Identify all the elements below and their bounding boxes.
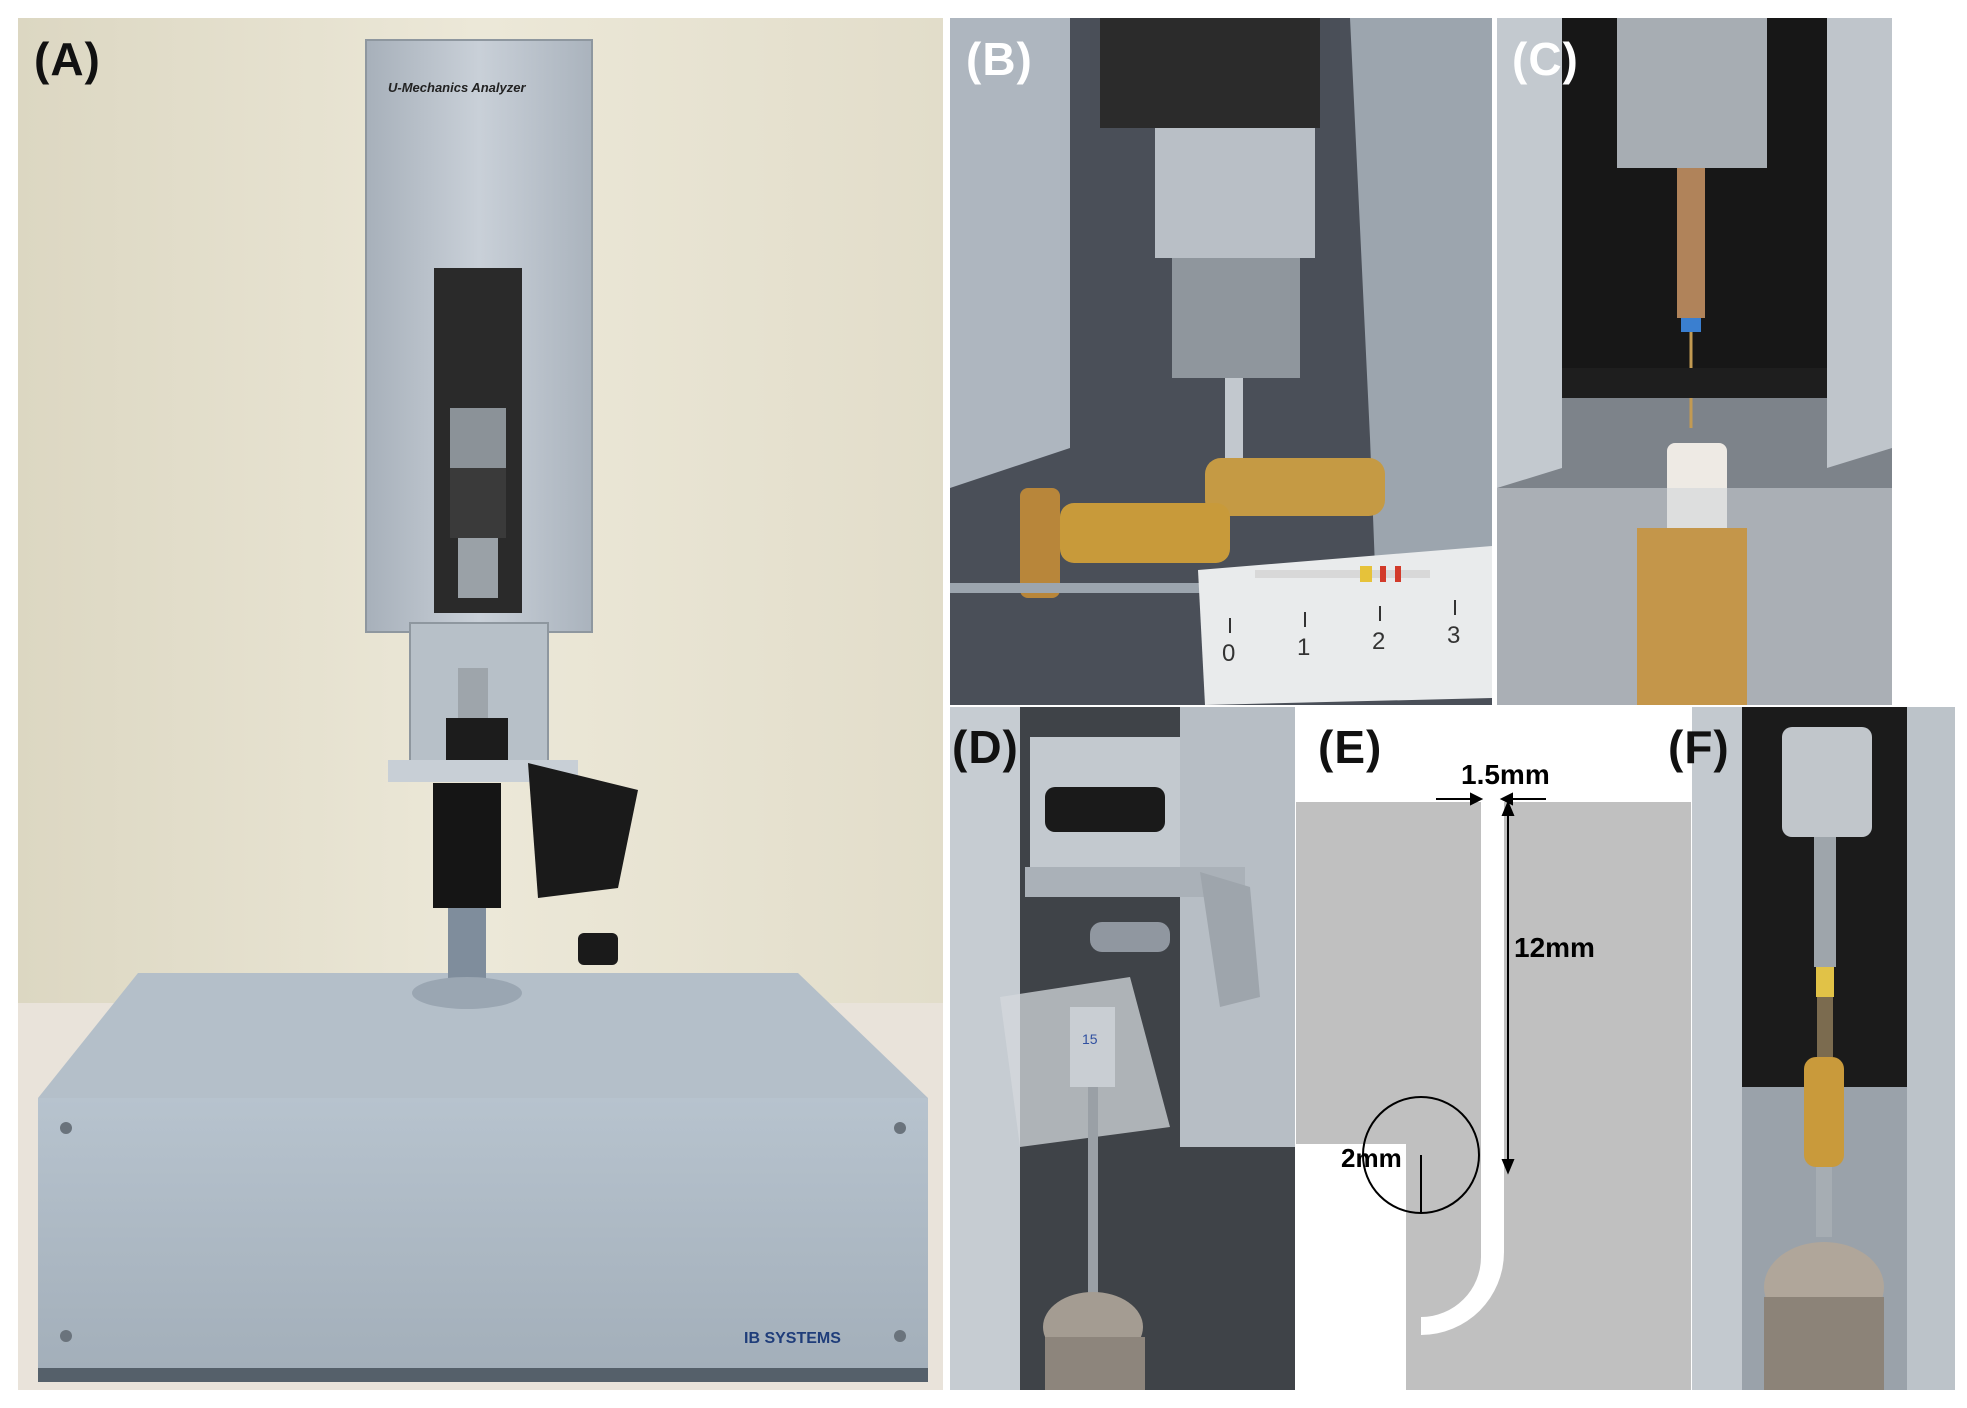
ruler-tick-3: 3 [1447, 622, 1460, 649]
panel-e-diagram: 1.5mm 12mm 2mm [1296, 707, 1691, 1390]
panel-label-e: (E) [1318, 721, 1383, 773]
panel-label-d: (D) [952, 721, 1019, 773]
chuck-closeup-photo: 0 1 2 3 [950, 18, 1492, 705]
panel-c-photo [1497, 18, 1892, 705]
ruler-tick-2: 2 [1372, 628, 1385, 655]
width-dimension [1436, 792, 1546, 806]
specimen-geometry-diagram: 1.5mm 12mm 2mm [1296, 759, 1691, 1390]
sample-holder-photo [950, 707, 1295, 1390]
analyzer-photo [18, 18, 943, 1390]
specimen-body-right [1421, 802, 1691, 1390]
panel-a-photo: U-Mechanics Analyzer IB SYSTEMS [18, 18, 943, 1390]
width-label: 1.5mm [1461, 759, 1550, 790]
length-dimension [1501, 800, 1515, 1175]
device-title-text: U-Mechanics Analyzer [388, 80, 526, 95]
panel-d-photo: 15 [950, 707, 1295, 1390]
tooth-specimen-photo [1497, 18, 1892, 705]
radius-label: 2mm [1341, 1143, 1402, 1173]
panel-label-b: (B) [966, 33, 1033, 85]
ruler [1229, 600, 1456, 633]
length-label: 12mm [1514, 932, 1595, 963]
brand-text: IB SYSTEMS [744, 1330, 841, 1347]
ruler-tick-1: 1 [1297, 634, 1310, 661]
tensile-mount-photo [1692, 707, 1955, 1390]
panel-label-f: (F) [1668, 721, 1730, 773]
panel-label-c: (C) [1512, 33, 1579, 85]
panel-label-a: (A) [34, 33, 101, 85]
ruler-tick-0: 0 [1222, 640, 1235, 667]
specimen-mark-text: 15 [1082, 1031, 1098, 1047]
panel-b-photo: 0 1 2 3 [950, 18, 1492, 705]
panel-f-photo [1692, 707, 1955, 1390]
